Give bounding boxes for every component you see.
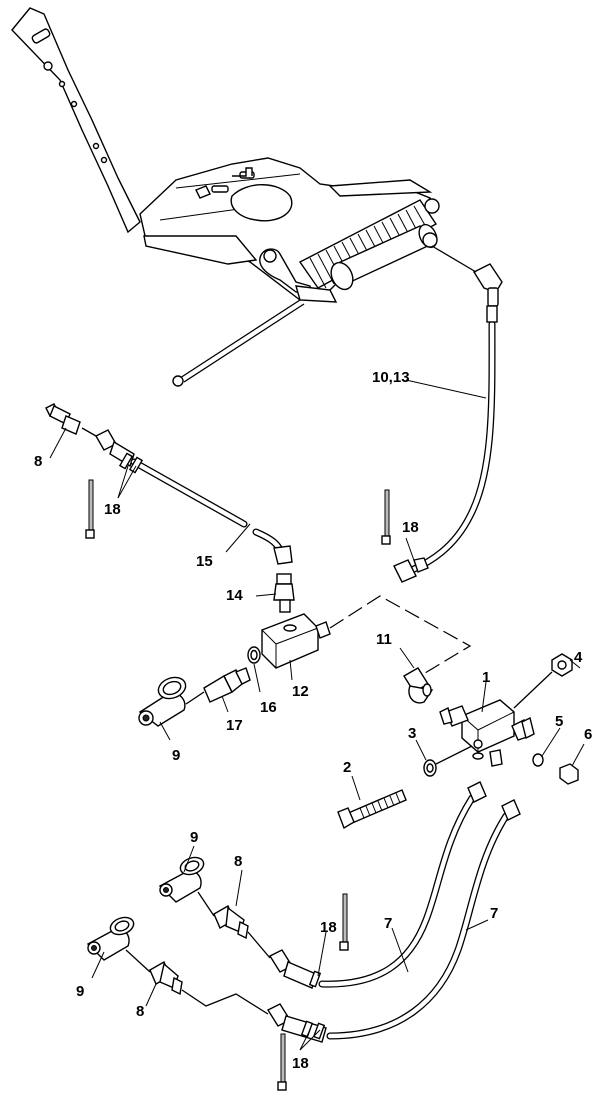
callout-18b: 18 — [402, 519, 419, 536]
callout-15: 15 — [196, 553, 213, 570]
callout-7a: 7 — [384, 915, 392, 932]
callout-12: 12 — [292, 683, 309, 700]
callout-11: 11 — [376, 631, 392, 648]
callout-9b: 9 — [190, 829, 198, 846]
tee-fitting-1-group — [403, 653, 579, 785]
callout-2: 2 — [343, 759, 351, 776]
leader-lines — [49, 379, 585, 1051]
callout-3: 3 — [408, 725, 416, 742]
routing-line-a — [329, 595, 472, 677]
hose-15-assembly — [45, 403, 293, 565]
callout-5: 5 — [555, 713, 563, 730]
callout-1: 1 — [482, 669, 490, 686]
hose-10-13 — [393, 305, 498, 583]
tee-block-12-group — [138, 573, 331, 727]
callout-7b: 7 — [490, 905, 498, 922]
callout-18d: 18 — [292, 1055, 309, 1072]
callout-8b: 8 — [234, 853, 242, 870]
callout-9a: 9 — [172, 747, 180, 764]
callout-8c: 8 — [136, 1003, 144, 1020]
callout-4: 4 — [574, 649, 583, 666]
callout-16: 16 — [260, 699, 277, 716]
callout-10-13: 10,13 — [372, 369, 410, 386]
callout-8a: 8 — [34, 453, 42, 470]
callout-18a: 18 — [104, 501, 121, 518]
cable-ties — [85, 479, 391, 1091]
callout-14: 14 — [226, 587, 243, 604]
lower-couplers — [86, 856, 271, 1015]
callout-9c: 9 — [76, 983, 84, 1000]
hoses-7 — [266, 781, 521, 1043]
callout-labels: 1 2 3 4 5 6 7 7 8 8 8 9 9 9 10,13 11 12 … — [34, 369, 592, 1072]
seat-suspension-assembly — [11, 7, 503, 387]
callout-17: 17 — [226, 717, 243, 734]
callout-6: 6 — [584, 726, 592, 743]
callout-18c: 18 — [320, 919, 337, 936]
bolt-2-group — [337, 745, 473, 830]
